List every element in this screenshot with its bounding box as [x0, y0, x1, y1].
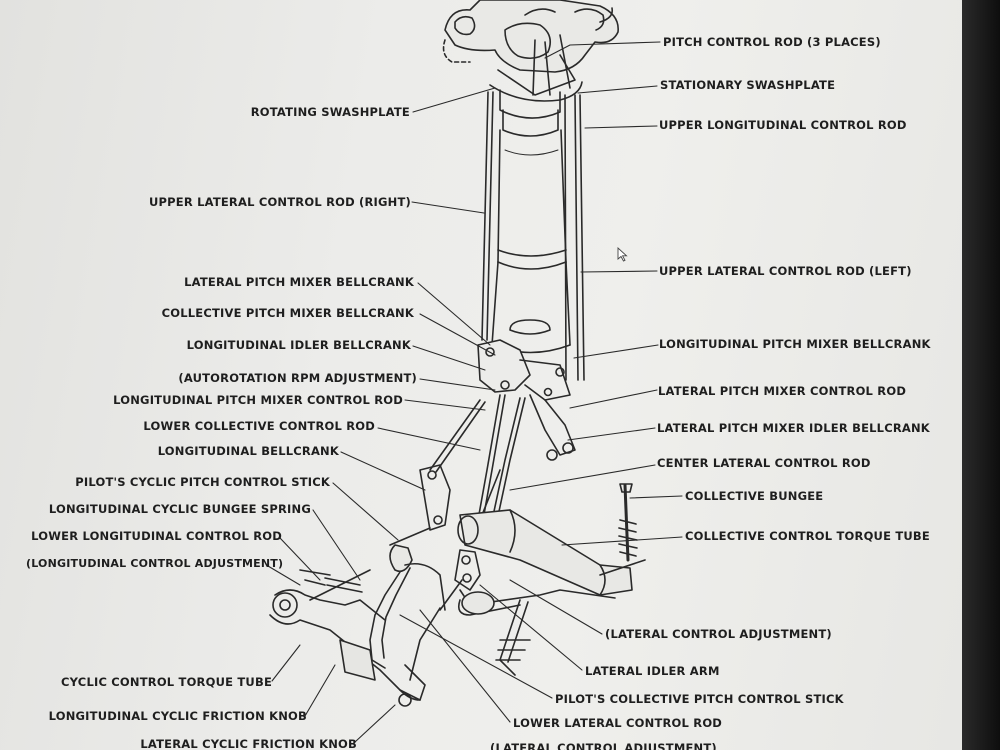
label-center-lateral-control-rod: CENTER LATERAL CONTROL ROD	[657, 456, 871, 470]
label-upper-longitudinal-control-rod: UPPER LONGITUDINAL CONTROL ROD	[659, 118, 907, 132]
label-lower-longitudinal-control-rod: LOWER LONGITUDINAL CONTROL ROD	[31, 529, 282, 543]
label-longitudinal-bellcrank: LONGITUDINAL BELLCRANK	[157, 444, 339, 458]
label-lateral-pitch-mixer-idler-bellcrank: LATERAL PITCH MIXER IDLER BELLCRANK	[657, 421, 930, 435]
label-lateral-idler-arm: LATERAL IDLER ARM	[585, 664, 720, 678]
mouse-cursor-icon	[617, 247, 628, 262]
label-stationary-swashplate: STATIONARY SWASHPLATE	[660, 78, 836, 92]
leader-lines	[267, 41, 683, 743]
cyclic-stick	[369, 544, 446, 669]
label-lateral-control-adjustment-bottom: (LATERAL CONTROL ADJUSTMENT)	[490, 741, 717, 750]
label-rotating-swashplate: ROTATING SWASHPLATE	[250, 105, 410, 119]
label-longitudinal-cyclic-friction-knob: LONGITUDINAL CYCLIC FRICTION KNOB	[48, 709, 307, 723]
label-lower-collective-control-rod: LOWER COLLECTIVE CONTROL ROD	[143, 419, 375, 433]
label-longitudinal-control-adjustment: (LONGITUDINAL CONTROL ADJUSTMENT)	[26, 557, 284, 570]
longitudinal-bellcrank	[389, 464, 451, 546]
label-pilots-cyclic-pitch-control-stick: PILOT'S CYCLIC PITCH CONTROL STICK	[75, 475, 330, 489]
label-longitudinal-idler-bellcrank: LONGITUDINAL IDLER BELLCRANK	[186, 338, 411, 352]
cyclic-torque-tube	[269, 569, 426, 707]
label-lower-lateral-control-rod: LOWER LATERAL CONTROL ROD	[513, 716, 723, 730]
label-upper-lateral-control-rod-left: UPPER LATERAL CONTROL ROD (LEFT)	[659, 264, 912, 278]
label-lateral-pitch-mixer-bellcrank: LATERAL PITCH MIXER BELLCRANK	[184, 275, 414, 289]
label-collective-pitch-mixer-bellcrank: COLLECTIVE PITCH MIXER BELLCRANK	[161, 306, 414, 320]
label-pilots-collective-pitch-control-stick: PILOT'S COLLECTIVE PITCH CONTROL STICK	[555, 692, 844, 706]
lower-lateral-rod	[409, 579, 463, 681]
label-autorotation-rpm-adjustment: (AUTOROTATION RPM ADJUSTMENT)	[178, 371, 417, 385]
label-lateral-pitch-mixer-control-rod: LATERAL PITCH MIXER CONTROL ROD	[658, 384, 907, 398]
swashplate-assembly	[442, 0, 619, 137]
collective-torque-tube	[457, 483, 646, 596]
label-upper-lateral-control-rod-right: UPPER LATERAL CONTROL ROD (RIGHT)	[148, 195, 411, 209]
label-cyclic-control-torque-tube: CYCLIC CONTROL TORQUE TUBE	[61, 675, 272, 689]
collective-stick	[454, 549, 616, 676]
vertical-control-rods	[481, 91, 585, 381]
label-lateral-control-adjustment: (LATERAL CONTROL ADJUSTMENT)	[605, 627, 832, 641]
monitor-bezel	[962, 0, 1000, 750]
mast-tube	[491, 129, 571, 354]
label-longitudinal-pitch-mixer-control-rod: LONGITUDINAL PITCH MIXER CONTROL ROD	[113, 393, 403, 407]
label-longitudinal-pitch-mixer-bellcrank: LONGITUDINAL PITCH MIXER BELLCRANK	[659, 337, 931, 351]
label-pitch-control-rod: PITCH CONTROL ROD (3 PLACES)	[663, 35, 881, 49]
label-longitudinal-cyclic-bungee-spring: LONGITUDINAL CYCLIC BUNGEE SPRING	[48, 502, 311, 516]
label-collective-control-torque-tube: COLLECTIVE CONTROL TORQUE TUBE	[685, 529, 930, 543]
label-lateral-cyclic-friction-knob: LATERAL CYCLIC FRICTION KNOB	[140, 737, 357, 750]
label-collective-bungee: COLLECTIVE BUNGEE	[685, 489, 824, 503]
